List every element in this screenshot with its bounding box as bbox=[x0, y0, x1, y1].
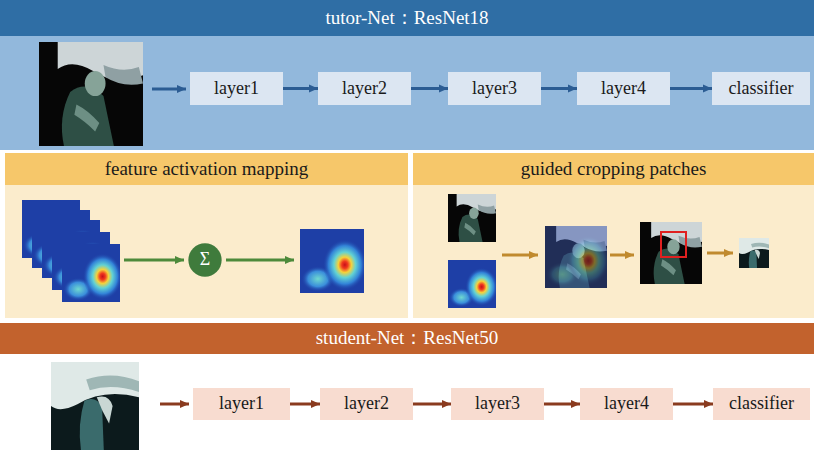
flow-arrow bbox=[670, 87, 712, 90]
layer-box: layer4 bbox=[577, 72, 670, 105]
layer-box: classifier bbox=[712, 72, 810, 105]
flow-arrow bbox=[544, 403, 580, 406]
band-header: feature activation mapping bbox=[5, 153, 408, 185]
layer-box: layer1 bbox=[190, 72, 283, 105]
flow-arrow bbox=[411, 87, 448, 90]
layer-box: layer1 bbox=[193, 388, 290, 420]
layer-box: layer2 bbox=[318, 72, 411, 105]
sum-symbol: Σ bbox=[200, 250, 210, 270]
flow-arrow bbox=[290, 403, 320, 406]
layer-box: layer4 bbox=[580, 388, 673, 420]
layer-box: layer3 bbox=[448, 72, 541, 105]
feature-map-stack bbox=[22, 200, 122, 302]
layer-label: layer1 bbox=[219, 394, 264, 414]
layer-label: layer4 bbox=[601, 79, 646, 99]
band-header: tutor-Net：ResNet18 bbox=[0, 0, 814, 36]
band-title: feature activation mapping bbox=[105, 159, 309, 180]
input-arrow bbox=[152, 88, 186, 91]
layer-box: classifier bbox=[713, 388, 810, 420]
sum-arrow bbox=[226, 259, 294, 262]
flow-arrow bbox=[673, 403, 713, 406]
crop-box bbox=[661, 232, 686, 257]
crop-source bbox=[640, 222, 702, 284]
cropped-patch bbox=[739, 238, 769, 268]
overlay-image bbox=[545, 226, 609, 288]
band-header: guided cropping patches bbox=[413, 153, 814, 185]
sum-circle: Σ bbox=[188, 243, 222, 277]
feature-map bbox=[62, 244, 122, 302]
layer-label: classifier bbox=[729, 394, 794, 414]
flow-arrow bbox=[541, 87, 577, 90]
crop-arrow bbox=[502, 254, 538, 257]
circle-shape bbox=[188, 243, 221, 276]
overlay-photo bbox=[545, 226, 607, 288]
layer-label: layer4 bbox=[604, 394, 649, 414]
sum-arrow bbox=[124, 259, 184, 262]
overlay-heat bbox=[545, 226, 609, 288]
source-image bbox=[448, 194, 496, 242]
source-heatmap bbox=[448, 260, 498, 308]
layer-label: classifier bbox=[729, 79, 794, 99]
layer-label: layer2 bbox=[344, 394, 389, 414]
layer-label: layer1 bbox=[214, 79, 259, 99]
activation-map bbox=[300, 229, 367, 293]
layer-box: layer2 bbox=[320, 388, 413, 420]
student-input-image bbox=[51, 362, 139, 450]
flow-arrow bbox=[413, 403, 451, 406]
input-arrow bbox=[160, 403, 189, 406]
layer-label: layer3 bbox=[472, 79, 517, 99]
band-header: student-Net：ResNet50 bbox=[0, 323, 814, 354]
layer-label: layer3 bbox=[475, 394, 520, 414]
flow-arrow bbox=[283, 87, 318, 90]
crop-arrow bbox=[610, 254, 634, 257]
input-image bbox=[39, 42, 143, 146]
layer-box: layer3 bbox=[451, 388, 544, 420]
band-title: tutor-Net：ResNet18 bbox=[325, 8, 488, 29]
band-title: student-Net：ResNet50 bbox=[316, 328, 499, 349]
crop-arrow bbox=[707, 252, 733, 255]
band-title: guided cropping patches bbox=[521, 159, 707, 180]
layer-label: layer2 bbox=[342, 79, 387, 99]
